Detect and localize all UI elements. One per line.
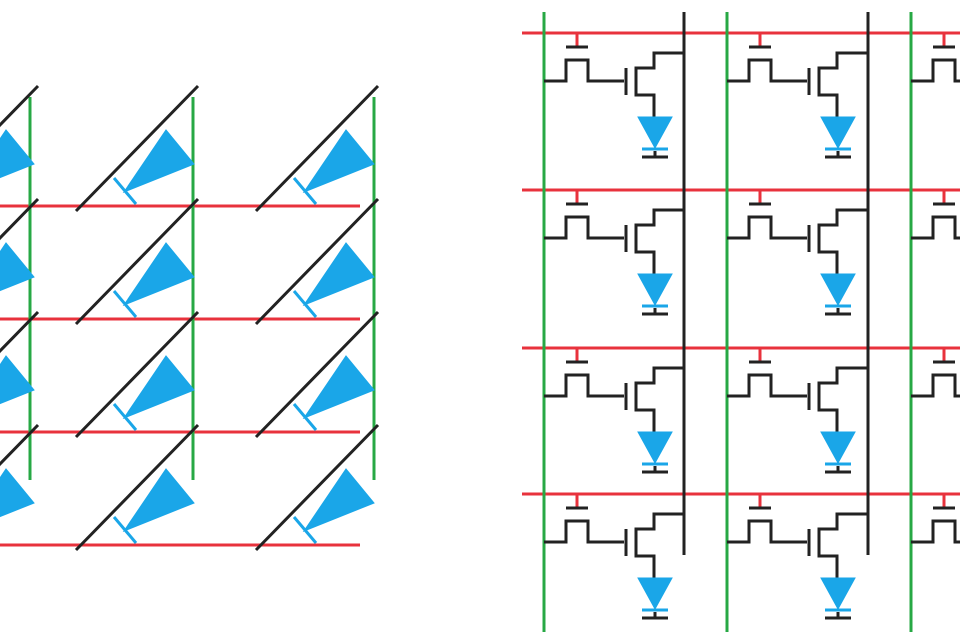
switch-transistor-channel bbox=[727, 373, 807, 398]
drive-transistor-channel bbox=[817, 512, 867, 574]
diode-wire bbox=[254, 310, 380, 439]
switch-transistor-channel bbox=[727, 58, 807, 83]
led-diode-icon bbox=[302, 129, 375, 194]
diode-wire bbox=[0, 84, 40, 128]
led-icon bbox=[637, 116, 673, 150]
led-diode-icon bbox=[0, 355, 35, 405]
led-diode-icon bbox=[0, 242, 35, 292]
led-cathode-bar bbox=[112, 290, 138, 318]
led-diode-icon bbox=[0, 468, 35, 518]
diode-wire bbox=[74, 310, 200, 439]
led-icon bbox=[820, 577, 856, 611]
led-icon bbox=[637, 273, 673, 307]
led-icon bbox=[637, 431, 673, 465]
diode-wire bbox=[0, 197, 40, 241]
diode-wire bbox=[0, 423, 40, 467]
led-icon bbox=[820, 273, 856, 307]
led-cathode-bar bbox=[112, 516, 138, 544]
drive-transistor-channel bbox=[634, 208, 684, 270]
led-diode-icon bbox=[122, 242, 195, 307]
diode-wire bbox=[254, 84, 380, 213]
switch-transistor-channel bbox=[544, 58, 624, 83]
switch-transistor-channel bbox=[911, 373, 960, 398]
drive-transistor-channel bbox=[634, 51, 684, 113]
led-cathode-bar bbox=[112, 403, 138, 431]
drive-transistor-channel bbox=[634, 512, 684, 574]
led-icon bbox=[820, 431, 856, 465]
led-cathode-bar bbox=[292, 403, 318, 431]
led-diode-icon bbox=[122, 129, 195, 194]
diode-wire bbox=[254, 423, 380, 552]
diode-wire bbox=[74, 197, 200, 326]
switch-transistor-channel bbox=[544, 519, 624, 544]
drive-transistor-channel bbox=[817, 366, 867, 428]
led-diode-icon bbox=[302, 355, 375, 420]
led-cathode-bar bbox=[292, 290, 318, 318]
led-icon bbox=[820, 116, 856, 150]
diode-wire bbox=[74, 84, 200, 213]
led-cathode-bar bbox=[292, 177, 318, 205]
switch-transistor-channel bbox=[727, 215, 807, 240]
led-diode-icon bbox=[302, 468, 375, 533]
switch-transistor-channel bbox=[911, 519, 960, 544]
led-icon bbox=[637, 577, 673, 611]
drive-transistor-channel bbox=[817, 51, 867, 113]
led-cathode-bar bbox=[112, 177, 138, 205]
active-matrix-panel bbox=[522, 12, 960, 632]
passive-matrix-panel bbox=[0, 84, 380, 552]
led-diode-icon bbox=[122, 468, 195, 533]
led-diode-icon bbox=[122, 355, 195, 420]
drive-transistor-channel bbox=[634, 366, 684, 428]
switch-transistor-channel bbox=[544, 215, 624, 240]
led-diode-icon bbox=[302, 242, 375, 307]
drive-transistor-channel bbox=[817, 208, 867, 270]
led-cathode-bar bbox=[292, 516, 318, 544]
switch-transistor-channel bbox=[911, 215, 960, 240]
diode-wire bbox=[0, 310, 40, 354]
led-diode-icon bbox=[0, 129, 35, 179]
switch-transistor-channel bbox=[911, 58, 960, 83]
switch-transistor-channel bbox=[544, 373, 624, 398]
switch-transistor-channel bbox=[727, 519, 807, 544]
diode-wire bbox=[74, 423, 200, 552]
diode-wire bbox=[254, 197, 380, 326]
